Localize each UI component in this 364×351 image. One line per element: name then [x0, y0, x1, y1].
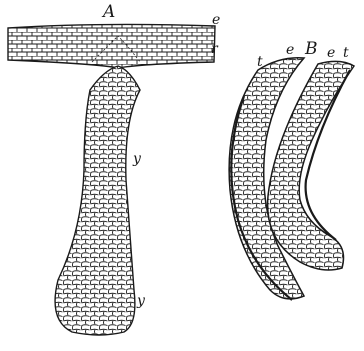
panel-b-label-t-right: t [343, 45, 349, 61]
panel-b: B t e e t [229, 39, 354, 300]
panel-b-label-e-right: e [327, 45, 335, 61]
panel-b-label-t-left: t [257, 54, 263, 70]
panel-a: A e r y y [8, 2, 220, 335]
panel-a-label-y-lower: y [136, 293, 146, 309]
panel-a-label-e: e [212, 12, 220, 28]
panel-b-label-e-left: e [286, 42, 294, 58]
panel-a-label: A [101, 2, 115, 22]
panel-a-label-y-upper: y [132, 151, 142, 167]
panel-a-stem [55, 66, 140, 335]
panel-a-label-r: r [211, 41, 219, 57]
panel-b-label: B [304, 39, 318, 59]
panel-a-crossbar [8, 24, 215, 68]
